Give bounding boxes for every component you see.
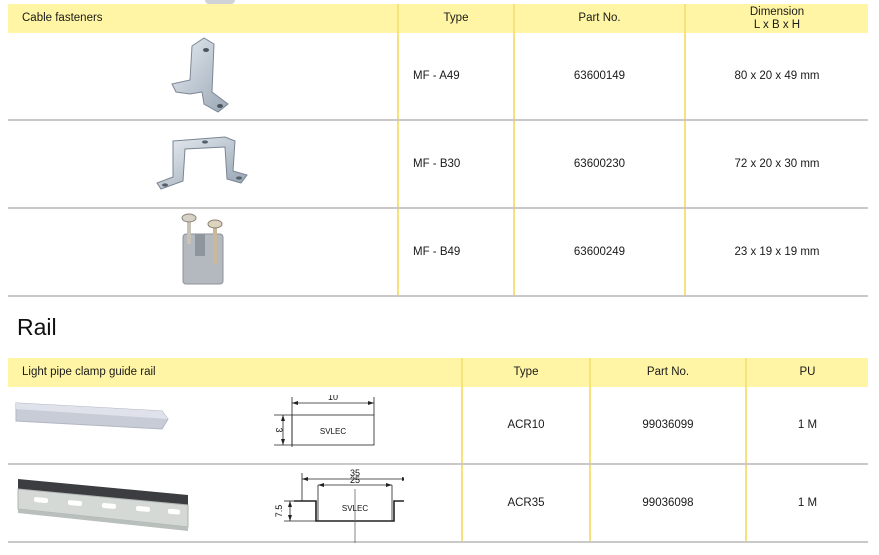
dimension-cell: 23 x 19 x 19 mm [684, 208, 868, 297]
clamp-block-icon [181, 213, 223, 285]
pu-cell: 1 M [745, 387, 868, 465]
part-no-cell: 63600249 [513, 208, 685, 297]
part-no-cell: 63600149 [513, 33, 685, 121]
table-header-row: Cable fasteners Type Part No. Dimension … [8, 4, 868, 33]
drawing-height-label: 3 [274, 427, 284, 432]
dimension-cell: 80 x 20 x 49 mm [684, 33, 868, 121]
part-no-cell: 99036099 [589, 387, 746, 465]
table-row: MF - A49 63600149 80 x 20 x 49 mm [8, 33, 868, 121]
table-row: MF - B30 63600230 72 x 20 x 30 mm [8, 120, 868, 209]
type-cell: MF - A49 [397, 33, 514, 121]
part-no-cell: 99036098 [589, 464, 746, 543]
type-cell: MF - B30 [397, 120, 514, 209]
din-rail-drawing: 35 25 7.5 SVLEC [274, 468, 404, 543]
header-pu: PU [745, 358, 868, 387]
product-image-cell: 10 3 SVLEC [8, 387, 462, 465]
header-part-no: Part No. [513, 4, 685, 33]
u-bracket-short-icon [155, 136, 248, 190]
table-row: MF - B49 63600249 23 x 19 x 19 mm [8, 208, 868, 297]
dimension-cell: 72 x 20 x 30 mm [684, 120, 868, 209]
header-part-no: Part No. [589, 358, 746, 387]
u-bracket-tall-icon [170, 37, 229, 113]
cropped-product-image-edge [205, 0, 235, 4]
type-cell: ACR35 [461, 464, 590, 543]
product-image-cell [8, 120, 398, 209]
drawing-inner-width-label: 25 [350, 475, 360, 485]
section-title-rail: Rail [17, 314, 57, 340]
header-dimension: Dimension L x B x H [684, 4, 868, 33]
drawing-outer-width-label: 35 [350, 468, 360, 478]
table-row: 35 25 7.5 SVLEC [8, 464, 868, 543]
table-header-row: Light pipe clamp guide rail Type Part No… [8, 358, 868, 387]
drawing-brand-label: SVLEC [320, 427, 346, 436]
header-dimension-line2: L x B x H [753, 18, 801, 31]
cable-fasteners-table: Cable fasteners Type Part No. Dimension … [8, 4, 868, 297]
product-image-cell: 35 25 7.5 SVLEC [8, 464, 462, 543]
header-type: Type [397, 4, 514, 33]
product-image-cell [8, 33, 398, 121]
pu-cell: 1 M [745, 464, 868, 543]
flat-rail-icon [15, 402, 169, 430]
type-cell: MF - B49 [397, 208, 514, 297]
header-category: Cable fasteners [8, 4, 398, 33]
din-rail-icon [17, 479, 189, 531]
part-no-cell: 63600230 [513, 120, 685, 209]
flat-rail-drawing: 10 3 SVLEC [274, 395, 375, 447]
table-row: 10 3 SVLEC ACR10 99036099 1 M [8, 387, 868, 465]
header-category: Light pipe clamp guide rail [8, 358, 462, 387]
drawing-height-label: 7.5 [274, 505, 284, 518]
drawing-width-label: 10 [328, 395, 338, 402]
rail-table: Light pipe clamp guide rail Type Part No… [8, 358, 868, 543]
type-cell: ACR10 [461, 387, 590, 465]
header-dimension-line1: Dimension [749, 5, 805, 18]
product-image-cell [8, 208, 398, 297]
header-type: Type [461, 358, 590, 387]
drawing-brand-label: SVLEC [342, 504, 368, 513]
